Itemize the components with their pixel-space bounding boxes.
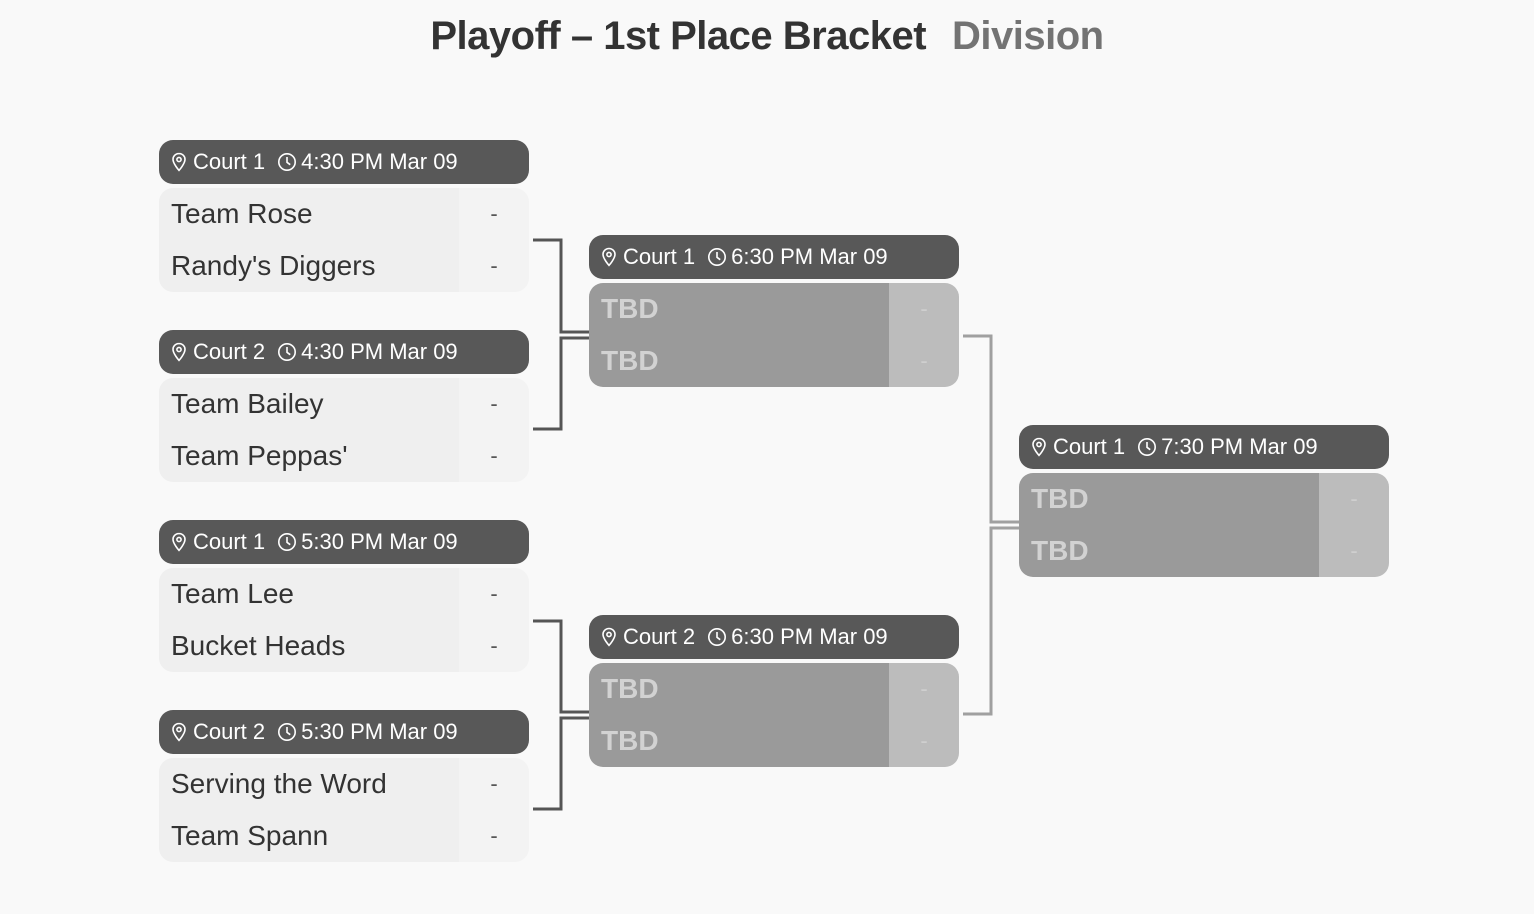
team-score: - <box>490 771 498 796</box>
match-body: Team Bailey Team Peppas' - - <box>159 378 529 482</box>
team-score: - <box>920 296 928 321</box>
team-name: TBD <box>601 673 659 704</box>
match-r2-2[interactable]: Court 2 6:30 PM Mar 09 TBD TBD - - <box>589 615 959 767</box>
match-time: 4:30 PM Mar 09 <box>301 339 458 364</box>
match-body: Team Rose Randy's Diggers - - <box>159 188 529 292</box>
court-label: Court 1 <box>193 149 266 174</box>
team-name[interactable]: Team Spann <box>171 820 329 851</box>
team-name[interactable]: Serving the Word <box>171 768 387 799</box>
match-body: TBD TBD - - <box>589 663 959 767</box>
bracket-title: Playoff – 1st Place Bracket <box>430 14 927 58</box>
connector-r1-m3 <box>533 619 590 714</box>
clock-icon <box>277 532 297 552</box>
match-r1-2[interactable]: Court 2 4:30 PM Mar 09 Team Bailey Team … <box>159 330 529 482</box>
team-score: - <box>920 676 928 701</box>
match-header: Court 1 4:30 PM Mar 09 <box>159 140 529 184</box>
map-pin-icon <box>169 342 189 362</box>
court-label: Court 1 <box>193 529 266 554</box>
match-header: Court 1 7:30 PM Mar 09 <box>1019 425 1389 469</box>
team-name[interactable]: Bucket Heads <box>171 630 346 661</box>
match-header: Court 1 6:30 PM Mar 09 <box>589 235 959 279</box>
clock-icon <box>707 247 727 267</box>
court-label: Court 2 <box>193 719 266 744</box>
team-score: - <box>490 391 498 416</box>
court-label: Court 2 <box>193 339 266 364</box>
connector-r1-m2 <box>533 336 590 431</box>
team-score: - <box>1350 486 1358 511</box>
team-score: - <box>920 728 928 753</box>
match-time: 5:30 PM Mar 09 <box>301 529 458 554</box>
clock-icon <box>277 342 297 362</box>
match-final[interactable]: Court 1 7:30 PM Mar 09 TBD TBD - - <box>1019 425 1389 577</box>
clock-icon <box>1137 437 1157 457</box>
clock-icon <box>707 627 727 647</box>
map-pin-icon <box>169 152 189 172</box>
court-label: Court 1 <box>1053 434 1126 459</box>
team-score: - <box>490 581 498 606</box>
team-name[interactable]: Randy's Diggers <box>171 250 376 281</box>
match-body: Team Lee Bucket Heads - - <box>159 568 529 672</box>
match-header: Court 2 6:30 PM Mar 09 <box>589 615 959 659</box>
page-title: Playoff – 1st Place Bracket Division <box>0 14 1534 59</box>
match-time: 4:30 PM Mar 09 <box>301 149 458 174</box>
clock-icon <box>277 722 297 742</box>
match-r1-3[interactable]: Court 1 5:30 PM Mar 09 Team Lee Bucket H… <box>159 520 529 672</box>
match-header: Court 2 5:30 PM Mar 09 <box>159 710 529 754</box>
court-label: Court 1 <box>623 244 696 269</box>
team-name[interactable]: Team Lee <box>171 578 294 609</box>
map-pin-icon <box>599 627 619 647</box>
team-name: TBD <box>1031 483 1089 514</box>
match-body: Serving the Word Team Spann - - <box>159 758 529 862</box>
division-selector[interactable]: Division <box>952 14 1104 58</box>
match-r2-1[interactable]: Court 1 6:30 PM Mar 09 TBD TBD - - <box>589 235 959 387</box>
clock-icon <box>277 152 297 172</box>
map-pin-icon <box>1029 437 1049 457</box>
team-name[interactable]: Team Peppas' <box>171 440 348 471</box>
team-score: - <box>490 201 498 226</box>
match-r1-1[interactable]: Court 1 4:30 PM Mar 09 Team Rose Randy's… <box>159 140 529 292</box>
connector-r1-m1 <box>533 238 590 334</box>
match-body: TBD TBD - - <box>589 283 959 387</box>
team-score: - <box>490 823 498 848</box>
team-score: - <box>920 348 928 373</box>
team-name[interactable]: Team Bailey <box>171 388 324 419</box>
team-name: TBD <box>601 345 659 376</box>
map-pin-icon <box>169 532 189 552</box>
team-score: - <box>1350 538 1358 563</box>
team-name: TBD <box>601 725 659 756</box>
court-label: Court 2 <box>623 624 696 649</box>
connector-r1-m4 <box>533 716 590 811</box>
match-r1-4[interactable]: Court 2 5:30 PM Mar 09 Serving the Word … <box>159 710 529 862</box>
match-time: 5:30 PM Mar 09 <box>301 719 458 744</box>
match-time: 6:30 PM Mar 09 <box>731 624 888 649</box>
team-score: - <box>490 633 498 658</box>
match-header: Court 1 5:30 PM Mar 09 <box>159 520 529 564</box>
team-name: TBD <box>601 293 659 324</box>
connector-r2-m1 <box>963 334 1020 524</box>
team-score: - <box>490 443 498 468</box>
match-header: Court 2 4:30 PM Mar 09 <box>159 330 529 374</box>
team-score: - <box>490 253 498 278</box>
match-body: TBD TBD - - <box>1019 473 1389 577</box>
match-time: 6:30 PM Mar 09 <box>731 244 888 269</box>
team-name[interactable]: Team Rose <box>171 198 313 229</box>
match-time: 7:30 PM Mar 09 <box>1161 434 1318 459</box>
connector-r2-m2 <box>963 526 1020 716</box>
map-pin-icon <box>169 722 189 742</box>
team-name: TBD <box>1031 535 1089 566</box>
map-pin-icon <box>599 247 619 267</box>
